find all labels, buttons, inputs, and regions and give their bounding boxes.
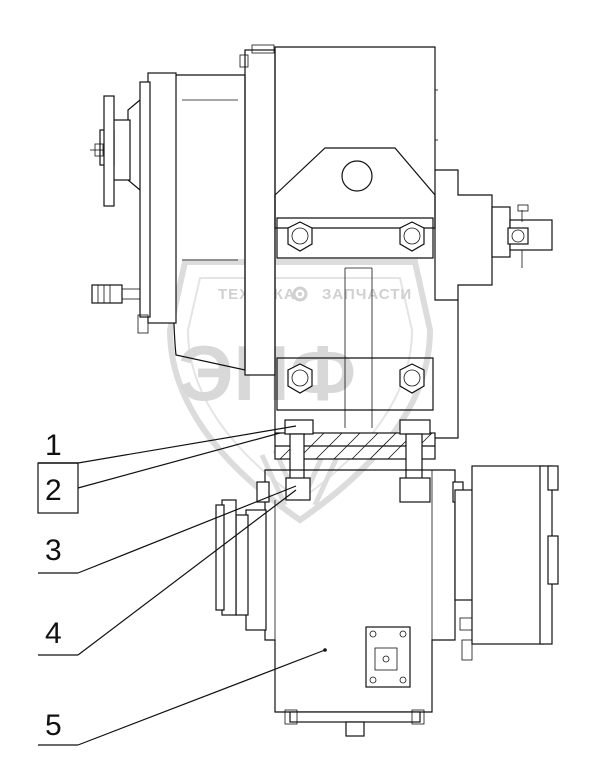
lower-gearbox [215, 469, 464, 737]
callout-4: 4 [38, 489, 297, 656]
callout-5: 5 [38, 648, 327, 746]
left-motor-assembly [90, 72, 246, 371]
callout-label-1: 1 [45, 429, 62, 462]
callout-3: 3 [38, 485, 297, 574]
callout-1: 1 [38, 425, 297, 464]
gear-icon [292, 286, 308, 302]
callouts: 1 2 3 4 5 [37, 425, 327, 746]
right-valve-block [435, 169, 553, 300]
callout-label-5: 5 [45, 709, 62, 742]
callout-label-2: 2 [45, 474, 62, 507]
right-lower-motor [454, 465, 559, 661]
callout-label-3: 3 [45, 534, 62, 567]
callout-label-4: 4 [45, 617, 62, 650]
watermark-right-text: ЗАПЧАСТИ [322, 286, 412, 303]
callout-2: 2 [45, 432, 281, 507]
gasket-plate [274, 419, 436, 503]
